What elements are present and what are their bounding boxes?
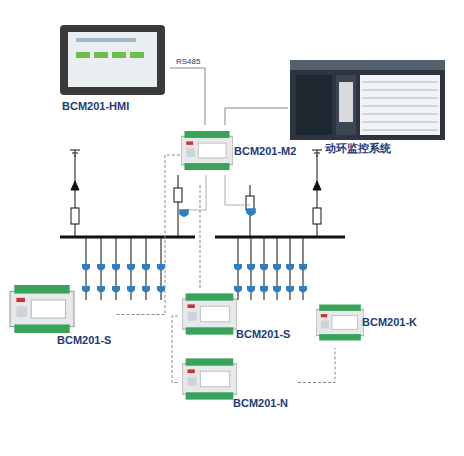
device-label: BCM201-K bbox=[362, 316, 417, 329]
edge-label: RS485 bbox=[176, 57, 200, 66]
connector bbox=[115, 155, 180, 315]
master-module: BCM201-M2 bbox=[180, 125, 315, 185]
device-label: BCM201-S bbox=[236, 328, 290, 341]
connector bbox=[170, 68, 205, 125]
device-label: BCM201-HMI bbox=[62, 100, 129, 113]
monitor-system: 动环监控系统 bbox=[288, 58, 447, 158]
busbar bbox=[60, 150, 345, 300]
current-transformer bbox=[82, 208, 307, 292]
sub-module: BCM201-K bbox=[312, 298, 452, 348]
sub-module: BCM201-N bbox=[178, 355, 298, 410]
connector bbox=[225, 108, 288, 125]
module-device bbox=[10, 131, 364, 400]
device-label: BCM201-S bbox=[57, 334, 111, 347]
connector bbox=[298, 348, 335, 383]
hmi-panel: BCM201-HMI bbox=[55, 22, 170, 114]
monitor-screenshot bbox=[290, 60, 445, 140]
device-label: BCM201-M2 bbox=[234, 145, 296, 158]
device-label: BCM201-N bbox=[233, 397, 288, 410]
device-label: 动环监控系统 bbox=[325, 142, 391, 155]
connector bbox=[172, 316, 178, 383]
hmi-panel bbox=[60, 25, 165, 95]
connector bbox=[200, 185, 201, 290]
sub-module: BCM201-S bbox=[5, 282, 115, 347]
sub-module: BCM201-S bbox=[178, 290, 298, 342]
